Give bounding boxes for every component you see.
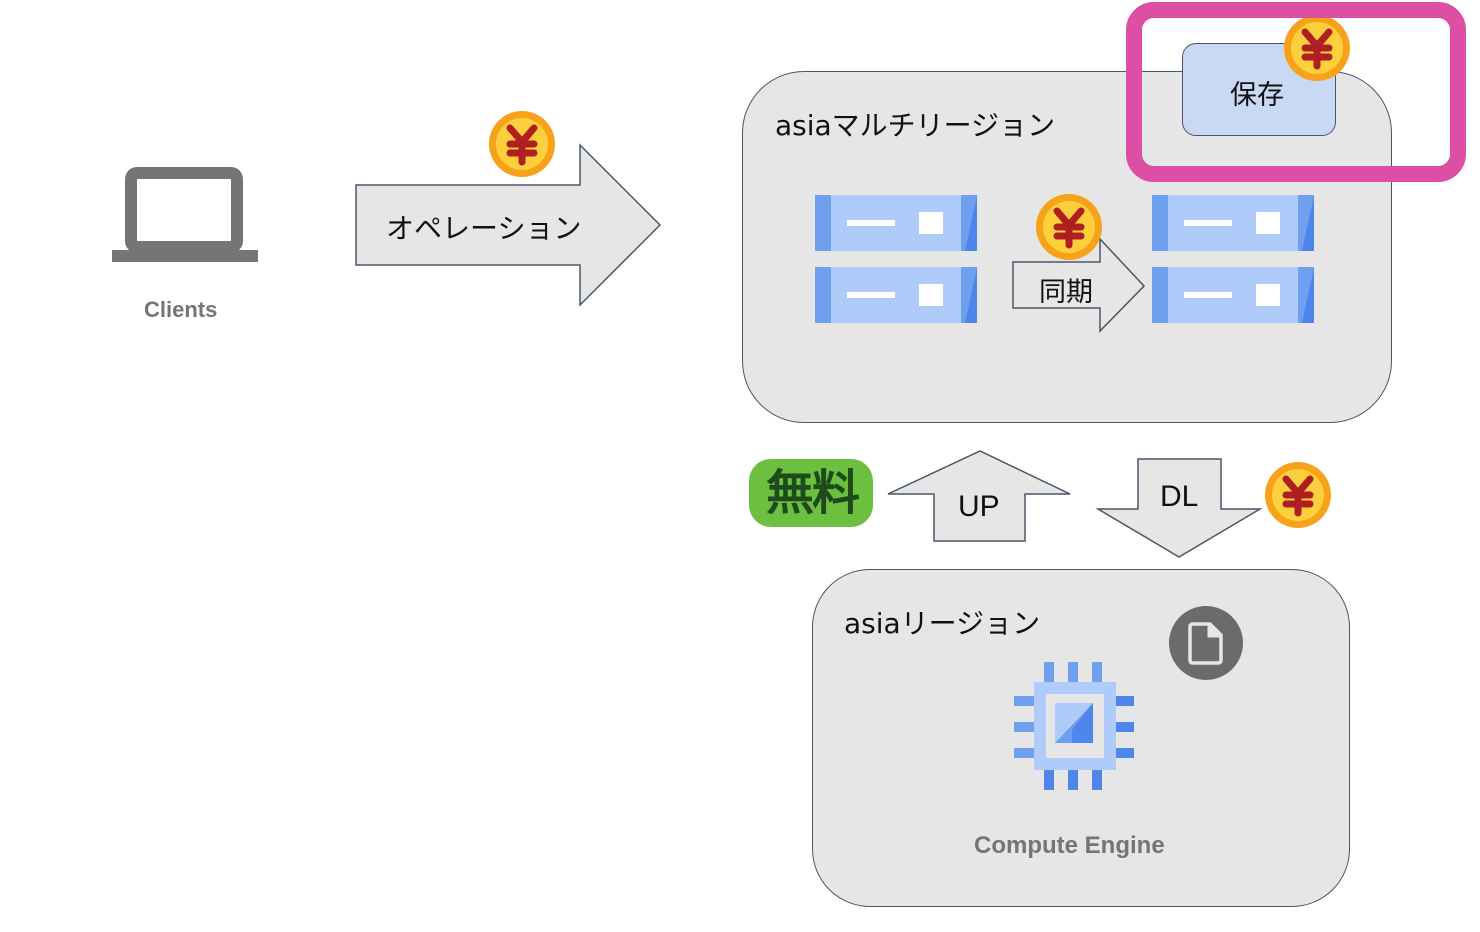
download-arrow xyxy=(1095,458,1263,558)
compute-engine-chip-icon xyxy=(1014,662,1134,790)
sync-arrow xyxy=(1012,237,1146,333)
file-icon xyxy=(1169,606,1243,680)
clients-node: Clients xyxy=(110,165,260,335)
yen-coin-icon xyxy=(1036,194,1102,260)
storage-server-icon xyxy=(1152,195,1314,323)
operation-arrow xyxy=(355,143,662,307)
upload-arrow xyxy=(887,450,1071,542)
compute-engine-label: Compute Engine xyxy=(974,832,1165,859)
upload-label: UP xyxy=(958,490,1000,523)
highlight-box xyxy=(1126,2,1466,182)
free-badge-label: 無料 xyxy=(765,465,860,521)
yen-coin-icon xyxy=(489,111,555,177)
operation-label: オペレーション xyxy=(386,212,582,245)
single-region-title: asiaリージョン xyxy=(844,607,1041,640)
free-badge xyxy=(749,459,873,527)
laptop-icon xyxy=(112,167,258,262)
yen-coin-icon xyxy=(1284,15,1350,81)
yen-coin-icon xyxy=(1265,462,1331,528)
storage-label: 保存 xyxy=(1230,80,1284,111)
storage-server-icon xyxy=(815,195,977,323)
sync-label: 同期 xyxy=(1039,277,1093,308)
clients-label: Clients xyxy=(144,297,218,322)
download-label: DL xyxy=(1160,480,1199,513)
server-unit xyxy=(815,195,977,251)
multi-region-title: asiaマルチリージョン xyxy=(775,109,1056,142)
